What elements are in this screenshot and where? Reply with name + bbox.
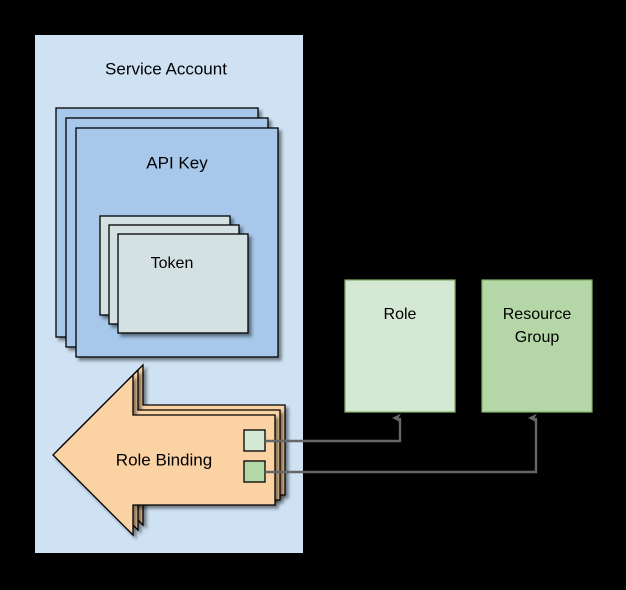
resource-group-node-label-line1: Resource: [503, 306, 572, 323]
role-node[interactable]: Role: [344, 279, 456, 413]
token-stack[interactable]: Token: [99, 215, 249, 334]
resource-group-node-box[interactable]: [481, 279, 593, 413]
role-binding-stack[interactable]: Role Binding: [52, 363, 286, 537]
edge-role-binding-to-resource-group: [265, 413, 538, 474]
token-label: Token: [151, 255, 194, 272]
role-node-label: Role: [384, 306, 417, 323]
role-binding-port-resource-group[interactable]: [243, 460, 266, 483]
role-binding-port-role[interactable]: [243, 429, 266, 452]
role-binding-label: Role Binding: [116, 450, 212, 469]
role-binding-arrow-front[interactable]: [52, 373, 276, 537]
api-key-label: API Key: [146, 153, 208, 172]
role-node-box[interactable]: [344, 279, 456, 413]
token-card-front[interactable]: [117, 233, 249, 334]
service-account-label: Service Account: [105, 59, 227, 78]
edge-role-binding-to-role: [265, 413, 402, 443]
resource-group-node-label-line2: Group: [515, 329, 560, 346]
resource-group-node[interactable]: Resource Group: [481, 279, 593, 413]
